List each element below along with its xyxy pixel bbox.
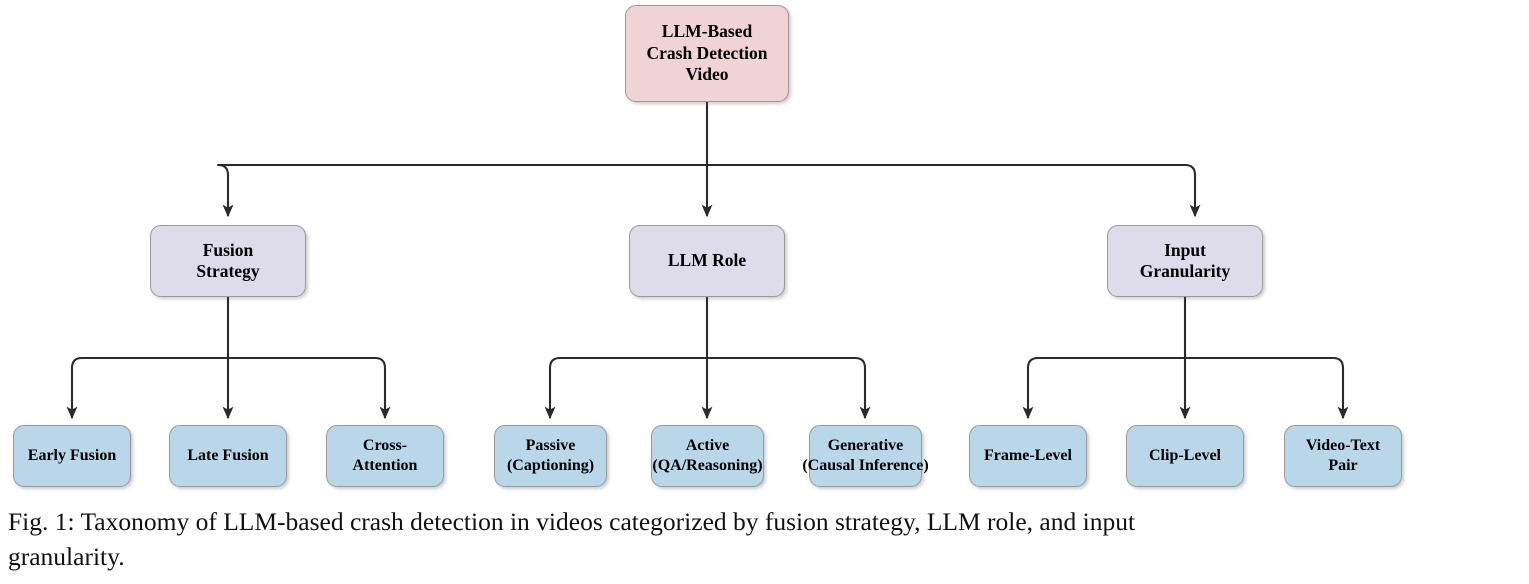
node-label-line2: Pair [1328, 457, 1358, 474]
node-label-line1: LLM Role [667, 250, 747, 271]
figure-caption: Fig. 1: Taxonomy of LLM-based crash dete… [8, 505, 1428, 574]
edge-llmrole-to-passive [544, 356, 707, 420]
node-label-line1: Late Fusion [187, 447, 269, 465]
node-label-line2: (Causal Inference) [802, 457, 929, 474]
node-label-line2: Attention [352, 457, 418, 474]
node-label-line1: Frame-Level [984, 447, 1072, 465]
node-label-line1: Active [685, 437, 730, 455]
edge-fusion-to-crossattention [228, 356, 391, 420]
node-label-line1: Video-Text [1305, 437, 1381, 455]
node-llm-role[interactable]: LLM Role [629, 225, 785, 297]
node-active-qa-reasoning[interactable]: Active (QA/Reasoning) [651, 425, 764, 487]
node-label-line1: LLM-Based [661, 21, 753, 42]
edge-granularity-to-videotext [1185, 356, 1349, 420]
figure-caption-line2: granularity. [8, 541, 125, 571]
node-clip-level[interactable]: Clip-Level [1126, 425, 1244, 487]
node-label-line2: Granularity [1139, 261, 1231, 281]
edge-granularity-to-frame [1022, 356, 1185, 420]
node-label-line1: Generative [827, 437, 904, 455]
node-label-line1: Fusion [202, 239, 254, 260]
node-passive-captioning[interactable]: Passive (Captioning) [494, 425, 607, 487]
edge-root-to-granularity [707, 163, 1201, 218]
node-label-line2: Strategy [196, 261, 260, 281]
edge-root-to-fusion [216, 163, 707, 218]
node-label-line2: (QA/Reasoning) [652, 457, 763, 474]
node-label-line2: Crash Detection [646, 42, 768, 63]
node-label-line2: (Captioning) [506, 457, 595, 474]
node-label-line3: Video [685, 64, 729, 85]
node-early-fusion[interactable]: Early Fusion [13, 425, 131, 487]
node-llm-based-crash-detection-video[interactable]: LLM-Based Crash Detection Video [625, 5, 789, 102]
node-label-line1: Cross- [362, 437, 408, 455]
node-label-line1: Clip-Level [1149, 447, 1221, 465]
figure-caption-line1: Fig. 1: Taxonomy of LLM-based crash dete… [8, 507, 1136, 536]
node-generative-causal-inference[interactable]: Generative (Causal Inference) [802, 425, 929, 487]
node-label-line1: Passive [525, 437, 576, 455]
node-frame-level[interactable]: Frame-Level [969, 425, 1087, 487]
edge-llmrole-to-generative [707, 356, 871, 420]
node-fusion-strategy[interactable]: Fusion Strategy [150, 225, 306, 297]
node-input-granularity[interactable]: Input Granularity [1107, 225, 1263, 297]
node-video-text-pair[interactable]: Video-Text Pair [1284, 425, 1402, 487]
taxonomy-figure: LLM-Based Crash Detection Video Fusion S… [13, 5, 1402, 487]
node-label-line1: Early Fusion [27, 447, 117, 465]
node-late-fusion[interactable]: Late Fusion [169, 425, 287, 487]
node-cross-attention[interactable]: Cross- Attention [326, 425, 444, 487]
edge-fusion-to-early [66, 356, 228, 420]
node-label-line1: Input [1164, 239, 1206, 260]
